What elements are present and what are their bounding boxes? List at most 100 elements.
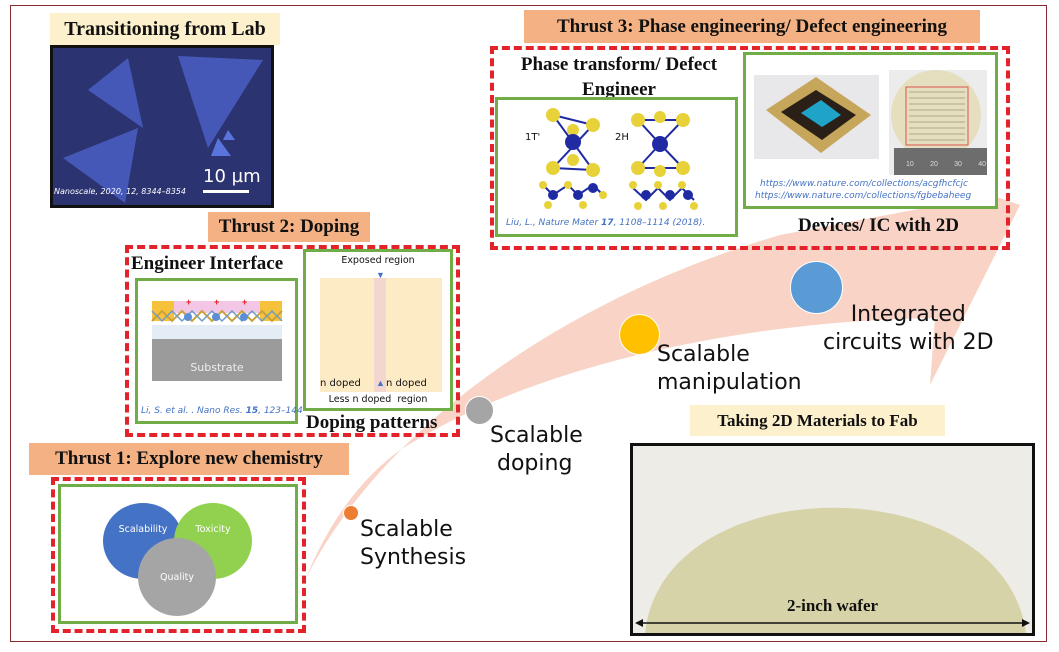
step-label-integrated: Integrated circuits with 2D xyxy=(823,301,994,357)
lab-citation: Nanoscale, 2020, 12, 8344–8354 xyxy=(54,187,186,196)
chemistry-panel: Scalability Toxicity Quality xyxy=(58,484,298,624)
scale-bar xyxy=(203,190,249,193)
arrow-right-head xyxy=(1022,619,1030,627)
step-label-doping: Scalable doping xyxy=(490,422,583,478)
chain-1t xyxy=(539,181,607,209)
roadmap-arrow-shape xyxy=(305,165,1020,580)
citation-volume: 17 xyxy=(601,218,614,228)
electron-dot xyxy=(184,313,192,321)
step-dot-synthesis xyxy=(343,505,359,521)
n-doped-right-label: n doped xyxy=(386,378,427,389)
wafer-photo: 2-inch wafer xyxy=(630,443,1035,636)
thrust2-banner: Thrust 2: Doping xyxy=(208,212,370,242)
step-line: doping xyxy=(497,451,573,476)
flake-triangle xyxy=(223,130,235,140)
device-photos xyxy=(754,70,987,175)
arrow-down-icon: ▼ xyxy=(376,270,385,280)
ruler-tick: 40 xyxy=(978,161,986,168)
interface-schematic: + + + xyxy=(151,297,283,381)
step-line: Scalable xyxy=(657,342,750,367)
exposed-strip xyxy=(374,278,386,392)
plus-charge: + xyxy=(186,297,191,307)
ic-array-grid xyxy=(909,91,965,141)
lab-title: Transitioning from Lab xyxy=(50,13,280,45)
doping-patterns-panel: Exposed region ▼ ▲ n doped n doped Less … xyxy=(303,249,453,411)
substrate-layer xyxy=(152,339,282,381)
flake-triangle xyxy=(211,138,231,156)
less-doped-label: Less n doped region xyxy=(328,394,428,405)
phase-citation: Liu, L., Nature Mater 17, 1108–1114 (201… xyxy=(506,218,705,228)
scale-bar-label: 10 µm xyxy=(203,166,261,187)
outer-frame xyxy=(10,5,1047,642)
structure-2h xyxy=(631,111,690,177)
chain-2h xyxy=(629,181,698,210)
phase-heading-line1: Phase transform/ Defect xyxy=(520,54,718,75)
ruler-tick: 30 xyxy=(954,161,962,168)
citation-text: Li, S. et al. . Nano Res. xyxy=(141,406,246,416)
plus-charge: + xyxy=(242,297,247,307)
citation-text: , 1108–1114 (2018). xyxy=(613,218,706,228)
flake-triangle xyxy=(63,128,138,203)
step-line: Integrated xyxy=(850,302,966,327)
step-line: Synthesis xyxy=(360,545,467,570)
citation-volume: 15 xyxy=(245,406,259,416)
chip-die xyxy=(801,100,841,127)
wafer-half xyxy=(645,507,1026,633)
wafer-label: 2-inch wafer xyxy=(786,596,879,615)
venn-circle-quality xyxy=(138,538,216,616)
devices-panel: 10 20 30 40 https://www.nature.com/colle… xyxy=(743,52,998,209)
dielectric-layer xyxy=(152,325,282,339)
ruler xyxy=(894,148,987,175)
flake-triangle xyxy=(178,56,263,148)
thrust3-dashed-box xyxy=(490,46,1010,250)
venn-label-quality: Quality xyxy=(160,572,194,583)
venn-label-scalability: Scalability xyxy=(118,524,168,535)
arrow-left-head xyxy=(635,619,643,627)
citation-text: , 123–144 xyxy=(258,406,303,416)
n-doped-left-label: n doped xyxy=(320,378,361,389)
phase-heading: Phase transform/ Defect Engineer xyxy=(496,52,742,102)
substrate-label: Substrate xyxy=(190,361,244,374)
thrust2-dashed-box xyxy=(125,245,460,437)
fab-title: Taking 2D Materials to Fab xyxy=(690,405,945,436)
dopant-layer xyxy=(174,301,260,313)
venn-diagram xyxy=(103,503,252,616)
plus-charge: + xyxy=(214,297,219,307)
step-dot-integrated xyxy=(790,261,843,314)
step-line: manipulation xyxy=(657,370,802,395)
interface-citation: Li, S. et al. . Nano Res. 15, 123–144 xyxy=(141,406,303,416)
crystal-structures xyxy=(539,108,698,210)
step-line: circuits with 2D xyxy=(823,330,994,355)
ruler-tick: 20 xyxy=(930,161,938,168)
step-label-manipulation: Scalable manipulation xyxy=(657,341,802,397)
step-line: Scalable xyxy=(490,423,583,448)
ic-array-outline xyxy=(905,86,969,146)
step-dot-manipulation xyxy=(619,314,660,355)
electron-dot xyxy=(212,313,220,321)
engineer-interface-heading: Engineer Interface xyxy=(131,253,284,274)
nature-link-1[interactable]: https://www.nature.com/collections/acgfh… xyxy=(760,179,968,189)
exposed-region-label: Exposed region xyxy=(341,255,415,266)
ruler-ticks: 10 20 30 40 xyxy=(906,161,986,168)
phase-panel: 1T' 2H Liu, L., Nature Mater 17, 1108–11… xyxy=(495,97,738,237)
wafer-shape xyxy=(645,507,1026,633)
wafer-width-arrow xyxy=(635,619,1030,627)
citation-text: Liu, L., Nature Mater xyxy=(506,218,602,228)
arrow-up-icon: ▲ xyxy=(376,378,385,388)
electron-dot xyxy=(240,313,248,321)
phase-heading-line2: Engineer xyxy=(582,79,656,100)
flake-triangle xyxy=(88,58,143,128)
step-label-synthesis: Scalable Synthesis xyxy=(360,516,466,572)
thrust1-dashed-box xyxy=(51,477,306,633)
devices-heading: Devices/ IC with 2D xyxy=(798,215,959,236)
thrust3-banner: Thrust 3: Phase engineering/ Defect engi… xyxy=(524,10,980,43)
label-1t: 1T' xyxy=(525,132,541,143)
doping-patterns-heading: Doping patterns xyxy=(306,412,438,433)
thrust1-banner: Thrust 1: Explore new chemistry xyxy=(29,443,349,475)
structure-1t xyxy=(546,108,600,177)
interface-panel: + + + Substrate Li, S. et al. . Nano Res… xyxy=(135,278,303,424)
nature-link-2[interactable]: https://www.nature.com/collections/fgbeb… xyxy=(755,191,972,201)
lab-micrograph: 10 µm Nanoscale, 2020, 12, 8344–8354 xyxy=(50,45,274,208)
step-dot-doping xyxy=(465,396,494,425)
